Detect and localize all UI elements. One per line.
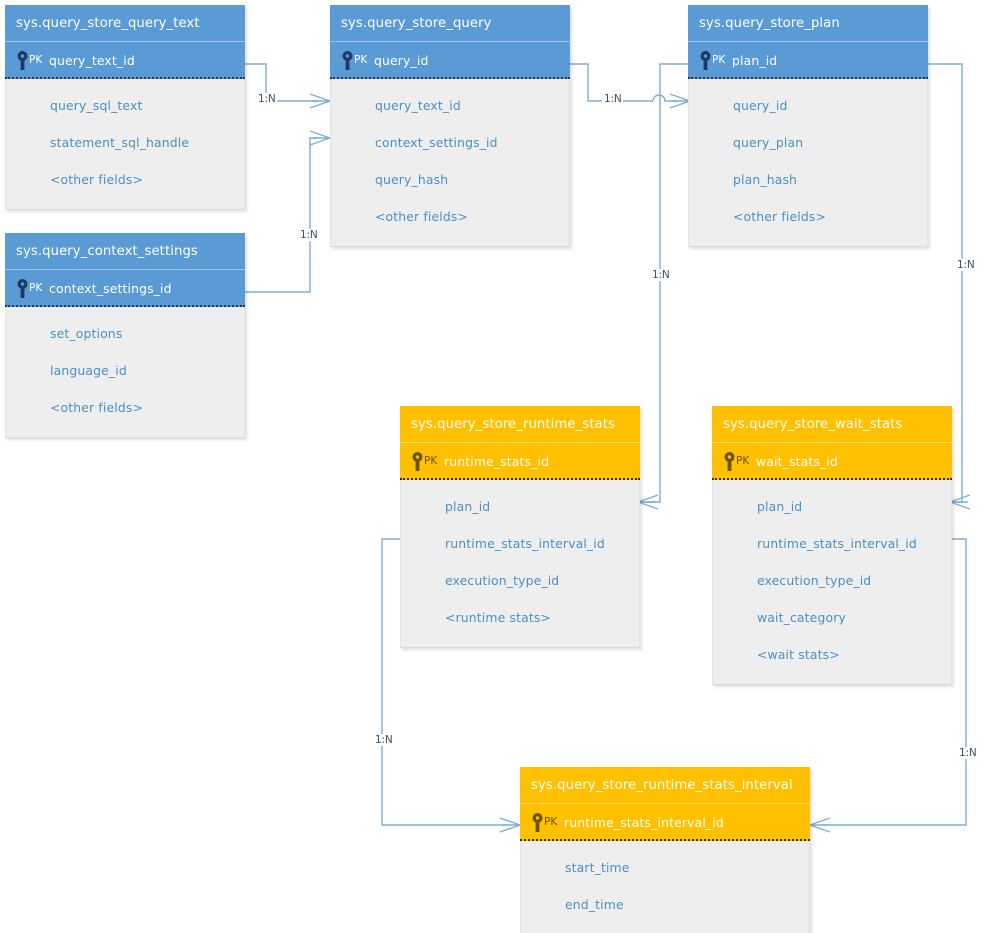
field-row: query_hash <box>375 172 449 187</box>
entity-pk-row[interactable]: PK wait_stats_id <box>712 443 952 480</box>
key-icon <box>532 813 543 832</box>
entity-pk-row[interactable]: PK context_settings_id <box>5 270 245 307</box>
field-row: <other fields> <box>375 209 469 224</box>
entity-pk-row[interactable]: PK runtime_stats_interval_id <box>520 804 810 841</box>
field-row: wait_category <box>757 610 846 625</box>
arrowhead-r3 <box>669 93 693 109</box>
field-row: query_text_id <box>375 98 461 113</box>
field-row: <other fields> <box>733 209 827 224</box>
entity-fields: plan_id runtime_stats_interval_id execut… <box>400 480 640 648</box>
pk-field-name: query_text_id <box>49 53 135 68</box>
cardinality-label-r7: 1:N <box>957 747 979 759</box>
pk-badge: PK <box>712 54 726 66</box>
field-row: language_id <box>50 363 127 378</box>
pk-badge: PK <box>544 816 558 828</box>
arrowhead-r5 <box>947 494 971 510</box>
cardinality-label-r6: 1:N <box>373 734 395 746</box>
key-icon <box>17 51 28 70</box>
pk-field-name: runtime_stats_id <box>444 454 550 469</box>
connector-r4 <box>638 63 688 503</box>
entity-pk-row[interactable]: PK query_id <box>330 42 570 79</box>
field-row: runtime_stats_interval_id <box>757 536 917 551</box>
field-row: start_time <box>565 860 630 875</box>
entity-title: sys.query_store_query <box>330 5 570 42</box>
key-icon <box>17 279 28 298</box>
field-row: <other fields> <box>50 400 144 415</box>
field-row: query_plan <box>733 135 804 150</box>
field-row: set_options <box>50 326 123 341</box>
arrowhead-r7 <box>807 817 831 833</box>
key-icon <box>724 452 735 471</box>
field-row: <runtime stats> <box>445 610 551 625</box>
pk-badge: PK <box>424 455 438 467</box>
key-icon <box>700 51 711 70</box>
cardinality-label-r1: 1:N <box>256 93 278 105</box>
arrowhead-r2 <box>309 130 333 146</box>
entity-query-store-runtime-stats-interval[interactable]: sys.query_store_runtime_stats_interval P… <box>520 767 810 933</box>
connector-r3-hop <box>652 94 678 102</box>
pk-badge: PK <box>736 455 750 467</box>
arrowhead-r1 <box>309 93 333 109</box>
entity-fields: set_options language_id <other fields> <box>5 307 245 438</box>
entity-title: sys.query_store_runtime_stats <box>400 406 640 443</box>
connector-r2 <box>245 137 318 293</box>
entity-title: sys.query_context_settings <box>5 233 245 270</box>
field-row: plan_id <box>757 499 803 514</box>
entity-query-store-plan[interactable]: sys.query_store_plan PK plan_id query_id… <box>688 5 928 247</box>
arrowhead-r6 <box>499 817 523 833</box>
field-row: plan_hash <box>733 172 798 187</box>
key-icon <box>342 51 353 70</box>
entity-fields: query_sql_text statement_sql_handle <oth… <box>5 79 245 210</box>
cardinality-label-r3: 1:N <box>602 93 624 105</box>
entity-query-store-query-text[interactable]: sys.query_store_query_text PK query_text… <box>5 5 245 210</box>
entity-pk-row[interactable]: PK plan_id <box>688 42 928 79</box>
entity-title: sys.query_store_wait_stats <box>712 406 952 443</box>
cardinality-label-r4: 1:N <box>650 269 672 281</box>
pk-field-name: runtime_stats_interval_id <box>564 815 724 830</box>
entity-title: sys.query_store_query_text <box>5 5 245 42</box>
field-row: <other fields> <box>50 172 144 187</box>
field-row: context_settings_id <box>375 135 498 150</box>
field-row: execution_type_id <box>757 573 872 588</box>
field-row: execution_type_id <box>445 573 560 588</box>
pk-badge: PK <box>354 54 368 66</box>
key-icon <box>412 452 423 471</box>
cardinality-label-r5: 1:N <box>955 259 977 271</box>
entity-query-store-query[interactable]: sys.query_store_query PK query_id query_… <box>330 5 570 247</box>
entity-pk-row[interactable]: PK runtime_stats_id <box>400 443 640 480</box>
field-row: end_time <box>565 897 624 912</box>
entity-query-store-runtime-stats[interactable]: sys.query_store_runtime_stats PK runtime… <box>400 406 640 648</box>
field-row: <wait stats> <box>757 647 840 662</box>
pk-badge: PK <box>29 54 43 66</box>
entity-fields: start_time end_time <box>520 841 810 933</box>
entity-fields: plan_id runtime_stats_interval_id execut… <box>712 480 952 685</box>
entity-fields: query_text_id context_settings_id query_… <box>330 79 570 247</box>
arrowhead-r4 <box>635 494 659 510</box>
entity-fields: query_id query_plan plan_hash <other fie… <box>688 79 928 247</box>
field-row: runtime_stats_interval_id <box>445 536 605 551</box>
entity-pk-row[interactable]: PK query_text_id <box>5 42 245 79</box>
cardinality-label-r2: 1:N <box>298 229 320 241</box>
field-row: statement_sql_handle <box>50 135 190 150</box>
field-row: query_sql_text <box>50 98 143 113</box>
entity-query-context-settings[interactable]: sys.query_context_settings PK context_se… <box>5 233 245 438</box>
pk-badge: PK <box>29 282 43 294</box>
pk-field-name: plan_id <box>732 53 778 68</box>
pk-field-name: context_settings_id <box>49 281 172 296</box>
entity-title: sys.query_store_plan <box>688 5 928 42</box>
pk-field-name: wait_stats_id <box>756 454 838 469</box>
pk-field-name: query_id <box>374 53 429 68</box>
field-row: query_id <box>733 98 788 113</box>
entity-query-store-wait-stats[interactable]: sys.query_store_wait_stats PK wait_stats… <box>712 406 952 685</box>
field-row: plan_id <box>445 499 491 514</box>
entity-title: sys.query_store_runtime_stats_interval <box>520 767 810 804</box>
